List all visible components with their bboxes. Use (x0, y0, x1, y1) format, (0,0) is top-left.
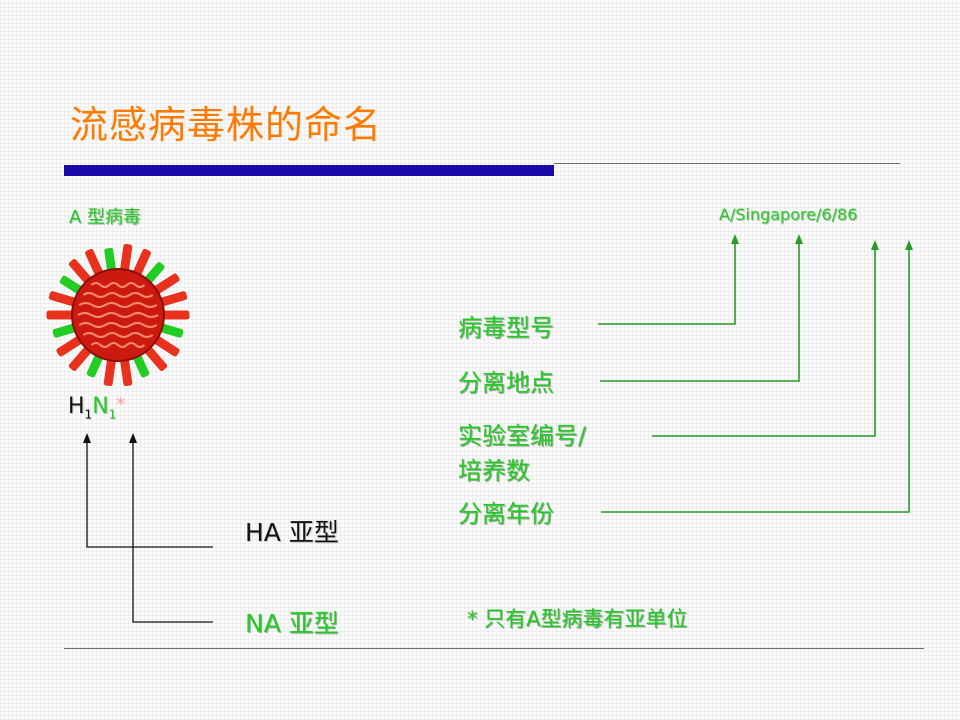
arrowhead-year (905, 240, 913, 250)
connector-type (598, 240, 736, 325)
component-lab-number: 实验室编号/ (458, 422, 587, 450)
arrowhead-lab (871, 240, 879, 250)
hn-notation: H1N1* (68, 394, 125, 421)
slide-title: 流感病毒株的命名 (70, 103, 383, 147)
title-divider (554, 163, 900, 164)
bottom-divider (64, 648, 924, 649)
component-year: 分离年份 (458, 500, 554, 528)
rna-strand (90, 342, 146, 348)
connector-year (601, 246, 910, 513)
rna-strand (78, 322, 158, 328)
connector-na (132, 440, 213, 623)
rna-strand (82, 332, 154, 338)
virus-icon (45, 242, 191, 388)
rna-strand (78, 302, 158, 308)
rna-strand (77, 312, 159, 318)
h-subscript: 1 (84, 407, 93, 422)
hn-asterisk: * (116, 394, 126, 415)
h-letter: H (68, 394, 85, 419)
ha-subtype-label: HA 亚型 (245, 518, 339, 547)
connector-lab (652, 246, 876, 437)
title-accent-bar (64, 165, 554, 176)
arrowhead-location (795, 234, 803, 244)
component-location: 分离地点 (458, 369, 554, 397)
arrowhead-type (731, 234, 739, 244)
arrowhead-na (129, 433, 137, 443)
arrowhead-ha (83, 433, 91, 443)
component-virus-type: 病毒型号 (458, 314, 554, 342)
connector-ha (86, 440, 213, 548)
rna-strand (82, 292, 154, 298)
component-lab-number-line2: 培养数 (458, 457, 530, 485)
footnote: * 只有A型病毒有亚单位 (467, 607, 688, 631)
virus-type-label: A 型病毒 (69, 207, 142, 228)
na-subtype-label: NA 亚型 (245, 609, 339, 638)
rna-strand (90, 282, 146, 288)
connector-location (600, 240, 800, 382)
n-subscript: 1 (108, 407, 117, 422)
n-letter: N (92, 394, 109, 419)
strain-example: A/Singapore/6/86 (719, 205, 858, 224)
